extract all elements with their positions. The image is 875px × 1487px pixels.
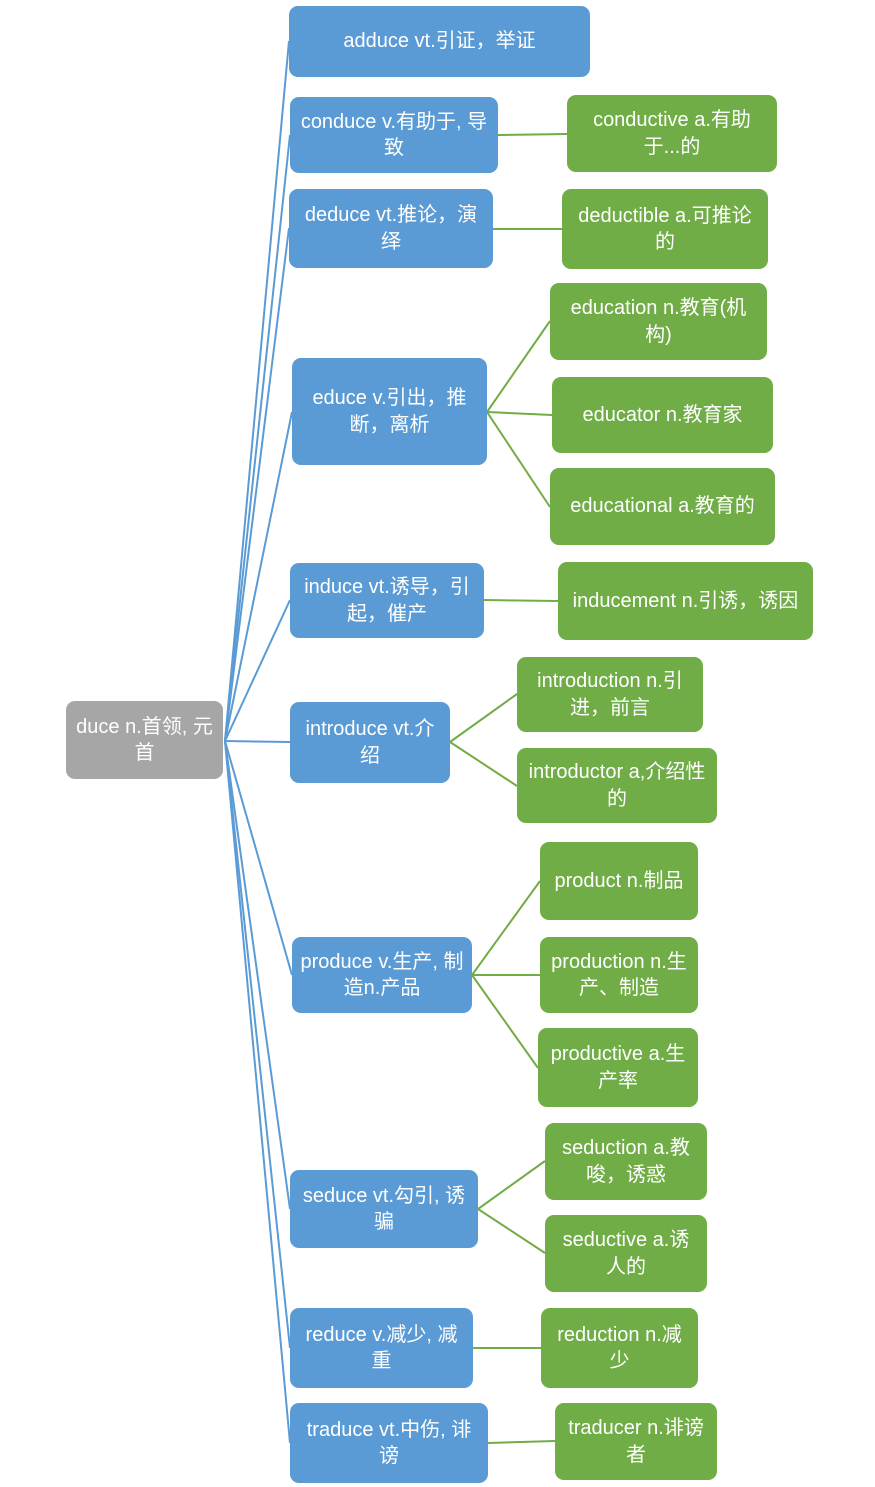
leaf-product[interactable]: product n.制品: [540, 842, 698, 920]
leaf-conductive[interactable]: conductive a.有助于...的: [567, 95, 777, 172]
leaf-production[interactable]: production n.生产、制造: [540, 937, 698, 1013]
branch-conduce[interactable]: conduce v.有助于, 导致: [290, 97, 498, 173]
branch-introduce[interactable]: introduce vt.介绍: [290, 702, 450, 783]
leaf-introductor[interactable]: introductor a,介绍性的: [517, 748, 717, 823]
leaf-seduction[interactable]: seduction a.教唆，诱惑: [545, 1123, 707, 1200]
leaf-traducer[interactable]: traducer n.诽谤者: [555, 1403, 717, 1480]
root-node-duce[interactable]: duce n.首领, 元首: [66, 701, 223, 779]
leaf-productive[interactable]: productive a.生产率: [538, 1028, 698, 1107]
branch-deduce[interactable]: deduce vt.推论，演绎: [289, 189, 493, 268]
leaf-educational[interactable]: educational a.教育的: [550, 468, 775, 545]
leaf-educator[interactable]: educator n.教育家: [552, 377, 773, 453]
branch-produce[interactable]: produce v.生产, 制造n.产品: [292, 937, 472, 1013]
branch-connectors: [224, 40, 293, 1444]
branch-reduce[interactable]: reduce v.减少, 减重: [290, 1308, 473, 1388]
leaf-reduction[interactable]: reduction n.减少: [541, 1308, 698, 1388]
leaf-inducement[interactable]: inducement n.引诱，诱因: [558, 562, 813, 640]
branch-seduce[interactable]: seduce vt.勾引, 诱骗: [290, 1170, 478, 1248]
branch-educe[interactable]: educe v.引出，推断，离析: [292, 358, 487, 465]
leaf-introduction[interactable]: introduction n.引进，前言: [517, 657, 703, 732]
branch-traduce[interactable]: traduce vt.中伤, 诽谤: [290, 1403, 488, 1483]
leaf-seductive[interactable]: seductive a.诱人的: [545, 1215, 707, 1292]
branch-adduce[interactable]: adduce vt.引证，举证: [289, 6, 590, 77]
branch-induce[interactable]: induce vt.诱导，引起，催产: [290, 563, 484, 638]
leaf-deductible[interactable]: deductible a.可推论的: [562, 189, 768, 269]
leaf-education[interactable]: education n.教育(机构): [550, 283, 767, 360]
